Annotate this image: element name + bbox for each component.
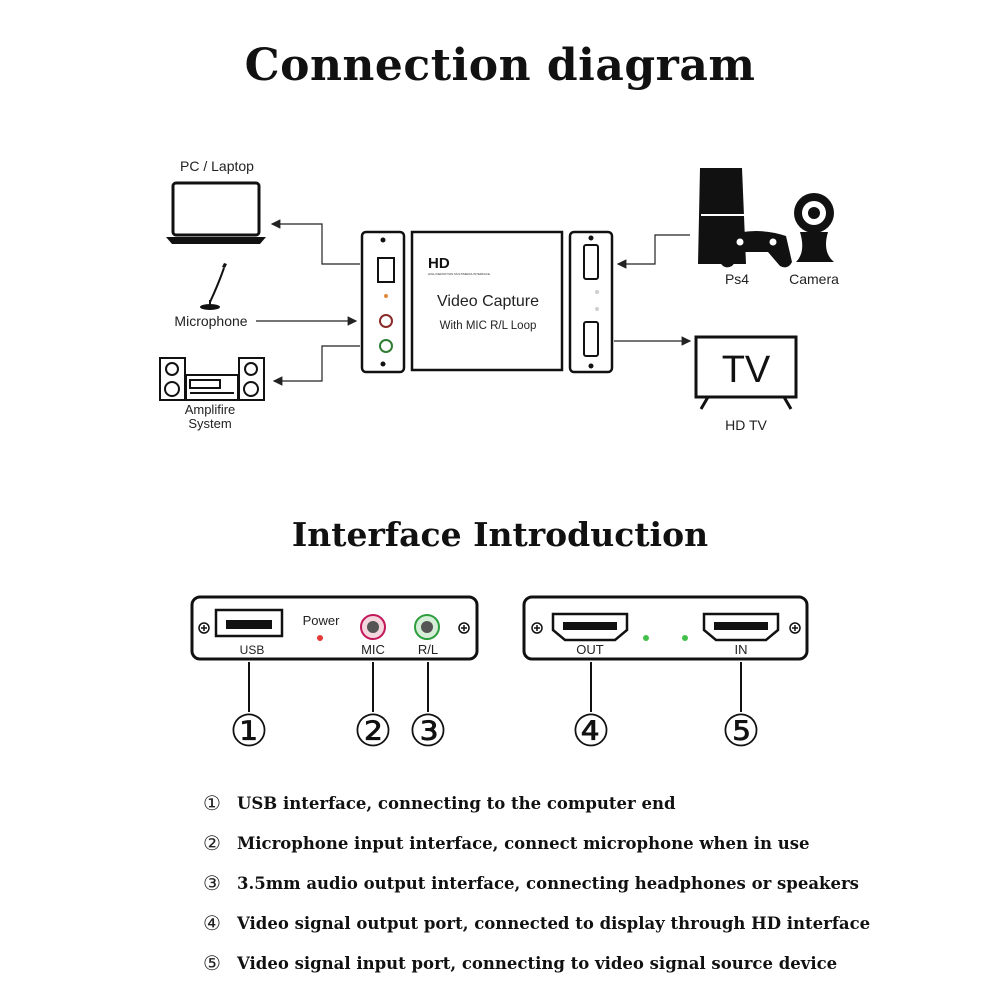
mic-label: MIC	[361, 642, 385, 657]
arrow-to-amplifier	[272, 345, 360, 386]
legend-text: USB interface, connecting to the compute…	[237, 793, 676, 813]
camera-label: Camera	[789, 271, 839, 287]
tv-screen-text: TV	[722, 349, 771, 391]
connection-diagram-title: Connection diagram	[244, 40, 756, 91]
pc-label: PC / Laptop	[180, 158, 254, 174]
amplifier-icon	[159, 357, 265, 401]
legend-number: ①	[203, 791, 221, 815]
hdmi-out-port	[551, 612, 629, 642]
usb-label: USB	[240, 643, 265, 657]
interface-legend: ① USB interface, connecting to the compu…	[203, 783, 983, 983]
legend-number: ④	[203, 911, 221, 935]
interface-left-panel	[190, 595, 479, 661]
amplifier-label-1: Amplifire	[185, 402, 236, 417]
amplifier-label-2: System	[188, 416, 231, 431]
capture-name: Video Capture	[437, 293, 539, 310]
interface-introduction-title: Interface Introduction	[291, 515, 709, 554]
callout-4: ④	[571, 707, 610, 756]
arrow-to-laptop	[270, 219, 360, 265]
ps4-label: Ps4	[725, 271, 749, 287]
in-label: IN	[735, 642, 748, 657]
hdmi-in-port	[702, 612, 780, 642]
gamepad-icon	[720, 231, 792, 268]
diagram-left-panel	[360, 230, 406, 374]
legend-item: ② Microphone input interface, connect mi…	[203, 823, 983, 863]
callout-2: ②	[353, 707, 392, 756]
camera-icon	[794, 193, 834, 262]
legend-text: Video signal output port, connected to d…	[237, 913, 871, 933]
rl-label: R/L	[418, 642, 438, 657]
legend-item: ④ Video signal output port, connected to…	[203, 903, 983, 943]
power-led	[317, 635, 323, 641]
callout-3: ③	[408, 707, 447, 756]
legend-item: ① USB interface, connecting to the compu…	[203, 783, 983, 823]
microphone-icon	[200, 263, 227, 310]
capture-subtitle: With MIC R/L Loop	[440, 320, 537, 332]
power-label: Power	[303, 613, 341, 628]
legend-item: ③ 3.5mm audio output interface, connecti…	[203, 863, 983, 903]
tv-icon	[694, 335, 798, 410]
hd-small-text: HIGH DEFINITION MULTIMEDIA INTERFACE	[428, 272, 490, 276]
legend-text: Video signal input port, connecting to v…	[237, 953, 838, 973]
callout-lines	[248, 662, 742, 712]
status-led-1	[643, 635, 649, 641]
legend-item: ⑤ Video signal input port, connecting to…	[203, 943, 983, 983]
interface-right-panel	[522, 595, 809, 661]
laptop-icon	[166, 181, 266, 244]
legend-number: ⑤	[203, 951, 221, 975]
connection-lines	[256, 219, 692, 386]
legend-number: ③	[203, 871, 221, 895]
diagram-right-panel	[568, 230, 614, 374]
callout-1: ①	[229, 707, 268, 756]
usb-port	[214, 608, 284, 638]
legend-number: ②	[203, 831, 221, 855]
callout-5: ⑤	[721, 707, 760, 756]
microphone-label: Microphone	[174, 313, 247, 329]
capture-box: HD HIGH DEFINITION MULTIMEDIA INTERFACE …	[410, 230, 564, 372]
legend-text: 3.5mm audio output interface, connecting…	[237, 873, 859, 893]
legend-text: Microphone input interface, connect micr…	[237, 833, 810, 853]
hd-tv-label: HD TV	[725, 417, 767, 433]
out-label: OUT	[576, 642, 604, 657]
arrow-from-ps4	[616, 234, 690, 269]
status-led-2	[682, 635, 688, 641]
hd-logo: HD	[428, 255, 450, 272]
